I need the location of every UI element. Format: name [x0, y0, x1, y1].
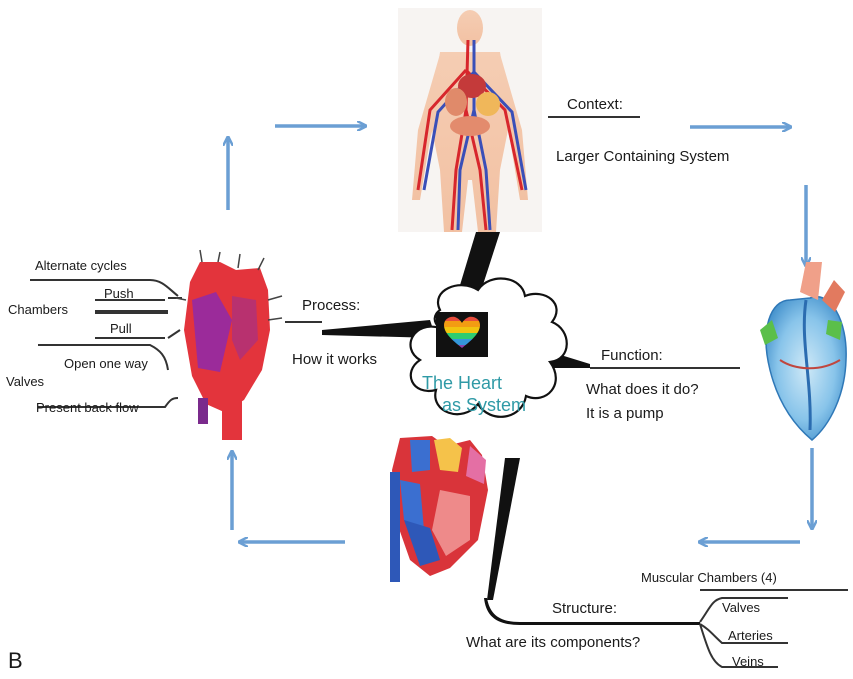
function-heading: Function:	[601, 347, 663, 365]
process-valves-label: Valves	[6, 374, 44, 390]
structure-heading: Structure:	[552, 600, 617, 618]
process-valves-item-1: Open one way	[64, 356, 148, 372]
process-chambers-item-1: Alternate cycles	[35, 258, 127, 274]
center-title-line1: The Heart	[422, 372, 502, 394]
process-chambers-label: Chambers	[8, 302, 68, 318]
branch-structure	[487, 458, 520, 600]
process-description: How it works	[292, 351, 377, 369]
structure-question: What are its components?	[466, 634, 640, 652]
structure-component-4: Veins	[732, 654, 764, 670]
context-heading: Context:	[567, 96, 623, 114]
rainbow-heart-icon	[436, 312, 488, 357]
process-heading: Process:	[302, 297, 360, 315]
process-chambers-item-3: Pull	[110, 321, 132, 337]
structure-component-2: Valves	[722, 600, 760, 616]
process-chambers-item-2: Push	[104, 286, 134, 302]
heart-anatomy-illustration	[176, 250, 282, 440]
structure-component-1: Muscular Chambers (4)	[641, 570, 777, 586]
figure-label: B	[8, 648, 23, 674]
context-description: Larger Containing System	[556, 148, 729, 166]
process-valves-item-2: Present back flow	[36, 400, 139, 416]
function-line2: It is a pump	[586, 405, 664, 423]
3d-heart-illustration	[760, 262, 846, 440]
heart-cross-section-illustration	[390, 436, 488, 582]
human-circulatory-system-illustration	[398, 8, 542, 232]
structure-component-3: Arteries	[728, 628, 773, 644]
center-title-line2: as System	[442, 394, 526, 416]
function-line1: What does it do?	[586, 381, 699, 399]
